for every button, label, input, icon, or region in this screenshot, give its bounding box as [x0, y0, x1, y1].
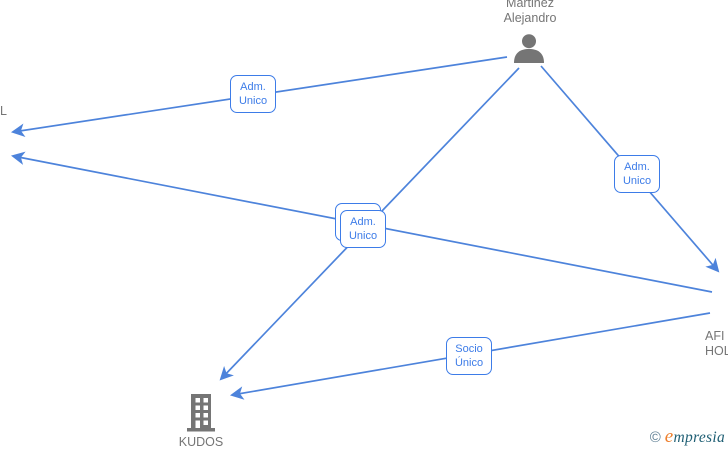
edge-label-adm-unico-1: Adm. Unico [230, 75, 276, 113]
edge-label-socio-unico: Socio Único [446, 337, 492, 375]
company-name-kudos[interactable]: KUDOS [178, 435, 224, 449]
person-icon[interactable] [512, 34, 546, 63]
copyright-icon: © [649, 429, 661, 446]
brand-name: empresia [664, 426, 725, 447]
company-name-right-fragment[interactable]: AFI HOL [705, 329, 728, 358]
edge-label-adm-unico-2: Adm. Unico [614, 155, 660, 193]
building-icon[interactable] [184, 393, 218, 433]
person-name[interactable]: Martinez Alejandro [503, 0, 557, 25]
edge-label-adm-unico-4: Adm. Unico [340, 210, 386, 248]
company-name-left-fragment[interactable]: L [0, 104, 7, 118]
empresia-logo[interactable]: © empresia [650, 426, 725, 448]
